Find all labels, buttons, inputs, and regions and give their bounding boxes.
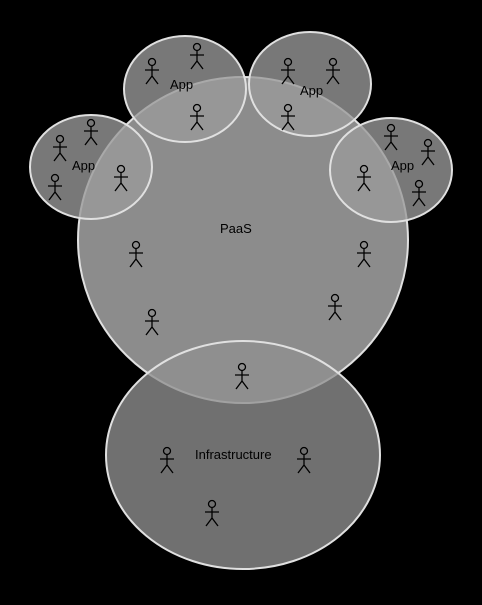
stick-figure-icon	[114, 164, 128, 192]
stick-figure-icon	[384, 123, 398, 151]
infrastructure-circle	[105, 340, 381, 570]
stick-figure-icon	[412, 179, 426, 207]
app-top-left-label: App	[170, 77, 193, 92]
app-top-right-circle	[248, 31, 372, 137]
stick-figure-icon	[421, 138, 435, 166]
stick-figure-icon	[129, 240, 143, 268]
app-left-label: App	[72, 158, 95, 173]
app-top-right-label: App	[300, 83, 323, 98]
app-right-label: App	[391, 158, 414, 173]
stick-figure-icon	[326, 57, 340, 85]
stick-figure-icon	[357, 164, 371, 192]
stick-figure-icon	[281, 57, 295, 85]
stick-figure-icon	[357, 240, 371, 268]
stick-figure-icon	[145, 308, 159, 336]
stick-figure-icon	[53, 134, 67, 162]
app-top-left-circle	[123, 35, 247, 143]
stick-figure-icon	[328, 293, 342, 321]
stick-figure-icon	[84, 118, 98, 146]
stick-figure-icon	[48, 173, 62, 201]
app-right-circle	[329, 117, 453, 223]
paas-label: PaaS	[220, 221, 252, 236]
stick-figure-icon	[160, 446, 174, 474]
stick-figure-icon	[205, 499, 219, 527]
stick-figures-group	[48, 42, 435, 527]
infrastructure-label: Infrastructure	[195, 447, 272, 462]
stick-figure-icon	[235, 362, 249, 390]
stick-figure-icon	[190, 103, 204, 131]
stick-figure-icon	[145, 57, 159, 85]
stick-figure-icon	[281, 103, 295, 131]
app-left-circle	[29, 114, 153, 220]
stick-figure-icon	[190, 42, 204, 70]
stick-figure-icon	[297, 446, 311, 474]
